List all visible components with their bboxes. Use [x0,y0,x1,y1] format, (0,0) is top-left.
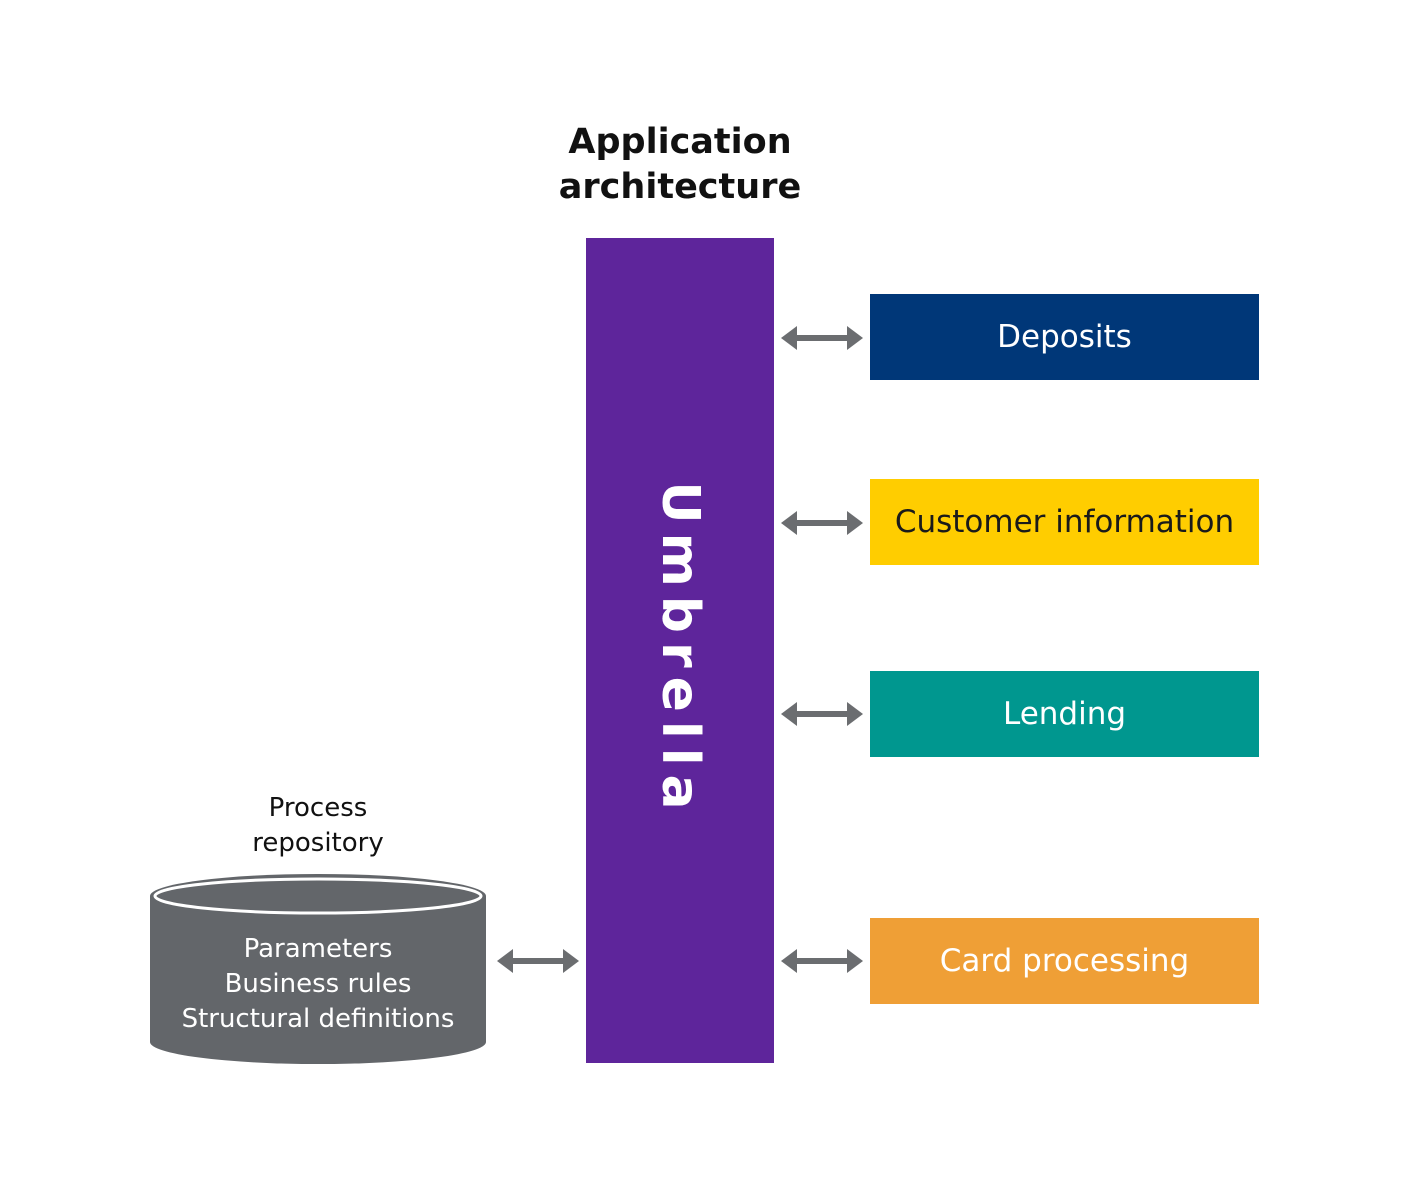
diagram-title-line-1: Application [568,122,792,162]
module-lending-label: Lending [1002,696,1127,732]
repository-title-line-2: repository [252,828,384,858]
module-customer-information-label: Customer information [894,504,1235,540]
repository-title-line-1: Process [268,793,368,823]
repository-item: Parameters [243,934,393,964]
double-arrow-icon [781,511,863,535]
module-deposits: Deposits [870,294,1259,380]
repository-item: Structural definitions [181,1004,455,1034]
module-card-processing: Card processing [870,918,1259,1004]
double-arrow-icon [781,949,863,973]
module-customer-information: Customer information [870,479,1259,565]
repository-item: Business rules [224,969,412,999]
module-card-processing-label: Card processing [939,943,1190,979]
double-arrow-icon [781,326,863,350]
diagram-title-line-2: architecture [558,167,802,207]
umbrella-label: Umbrella [650,481,710,819]
double-arrow-icon [781,702,863,726]
module-lending: Lending [870,671,1259,757]
umbrella-bar [586,238,774,1063]
module-deposits-label: Deposits [997,319,1132,355]
database-cylinder-icon [150,874,486,1064]
double-arrow-icon [497,949,579,973]
